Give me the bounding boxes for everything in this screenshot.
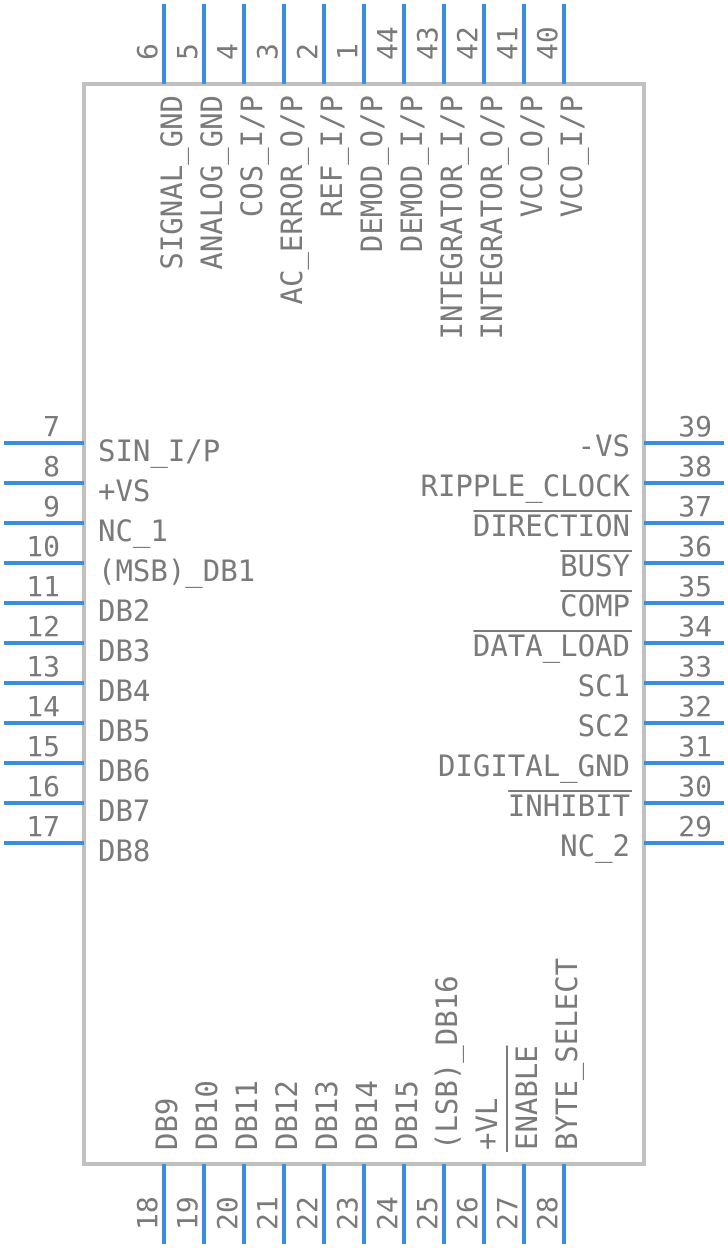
- pin-label-db9: DB9: [150, 1098, 184, 1150]
- pin-label-nc-1: NC_1: [98, 514, 168, 549]
- pin-28-number: 28: [531, 1196, 564, 1230]
- pin-label-db10: DB10: [190, 1080, 224, 1150]
- pin-18-number: 18: [131, 1196, 164, 1230]
- pin-label-vl: +VL: [470, 1098, 504, 1150]
- pin-label-db2: DB2: [98, 594, 150, 628]
- pin-4-number: 4: [211, 43, 244, 60]
- pin-5-number: 5: [171, 43, 204, 60]
- pin-16-number: 16: [26, 770, 60, 803]
- pin-11-number: 11: [26, 570, 60, 603]
- pin-26-number: 26: [451, 1196, 484, 1230]
- pin-label-ripple-clock: RIPPLE_CLOCK: [420, 469, 630, 504]
- pin-41-number: 41: [491, 26, 524, 60]
- pin-label-integrator-o-p: INTEGRATOR_O/P: [475, 95, 510, 339]
- pin-label-vco-i-p: VCO_I/P: [555, 95, 590, 217]
- pin-label-nc-2: NC_2: [560, 829, 630, 864]
- pin-label-db6: DB6: [98, 754, 150, 788]
- pin-label-demod-i-p: DEMOD_I/P: [395, 95, 430, 252]
- pin-label-busy: BUSY: [560, 549, 630, 583]
- pin-label-vs: -VS: [578, 429, 630, 463]
- pin-label-byte-select: BYTE_SELECT: [550, 958, 585, 1150]
- pin-44-number: 44: [371, 26, 404, 60]
- pin-label-demod-o-p: DEMOD_O/P: [355, 95, 390, 252]
- pin-34-number: 34: [678, 610, 712, 643]
- pin-39-number: 39: [678, 410, 712, 443]
- pin-15-number: 15: [26, 730, 60, 763]
- pin-label-db5: DB5: [98, 714, 150, 748]
- pin-25-number: 25: [411, 1196, 444, 1230]
- pin-1-number: 1: [331, 43, 364, 60]
- pin-3-number: 3: [251, 43, 284, 60]
- pin-36-number: 36: [678, 530, 712, 563]
- pin-label-data-load: DATA_LOAD: [473, 629, 630, 664]
- pin-31-number: 31: [678, 730, 712, 763]
- pin-label-direction: DIRECTION: [473, 509, 630, 543]
- pin-32-number: 32: [678, 690, 712, 723]
- pin-label-analog-gnd: ANALOG_GND: [195, 95, 230, 270]
- pin-38-number: 38: [678, 450, 712, 483]
- pin-label-signal-gnd: SIGNAL_GND: [155, 95, 190, 270]
- pin-label-db4: DB4: [98, 674, 150, 708]
- pin-8-number: 8: [43, 450, 60, 483]
- pin-14-number: 14: [26, 690, 60, 723]
- pin-24-number: 24: [371, 1196, 404, 1230]
- pin-label-db7: DB7: [98, 794, 150, 828]
- pin-17-number: 17: [26, 810, 60, 843]
- pin-6-number: 6: [131, 43, 164, 60]
- pin-43-number: 43: [411, 26, 444, 60]
- pin-40-number: 40: [531, 26, 564, 60]
- pin-label-db13: DB13: [310, 1080, 344, 1150]
- pin-30-number: 30: [678, 770, 712, 803]
- pin-12-number: 12: [26, 610, 60, 643]
- pin-label-comp: COMP: [560, 589, 630, 623]
- pin-label-db11: DB11: [230, 1080, 264, 1150]
- pin-19-number: 19: [171, 1196, 204, 1230]
- pin-35-number: 35: [678, 570, 712, 603]
- pin-10-number: 10: [26, 530, 60, 563]
- pin-13-number: 13: [26, 650, 60, 683]
- pin-label-sc2: SC2: [578, 709, 630, 743]
- pin-22-number: 22: [291, 1196, 324, 1230]
- pin-label-integrator-i-p: INTEGRATOR_I/P: [435, 95, 470, 339]
- pin-9-number: 9: [43, 490, 60, 523]
- pin-label-msb-db1: (MSB)_DB1: [98, 554, 255, 589]
- pin-29-number: 29: [678, 810, 712, 843]
- pin-label-db14: DB14: [350, 1080, 384, 1150]
- pin-label-db12: DB12: [270, 1080, 304, 1150]
- pins-layer: 7SIN_I/P8+VS9NC_110(MSB)_DB111DB212DB313…: [4, 4, 724, 1244]
- pin-label-enable: ENABLE: [510, 1045, 544, 1150]
- pin-label-db3: DB3: [98, 634, 150, 668]
- pin-label-inhibit: INHIBIT: [508, 789, 630, 823]
- pin-label-db15: DB15: [390, 1080, 424, 1150]
- pin-20-number: 20: [211, 1196, 244, 1230]
- pin-label-cos-i-p: COS_I/P: [235, 95, 270, 217]
- pin-27-number: 27: [491, 1196, 524, 1230]
- pin-label-lsb-db16: (LSB)_DB16: [430, 975, 465, 1150]
- pin-2-number: 2: [291, 43, 324, 60]
- pin-label-ac-error-o-p: AC_ERROR_O/P: [275, 95, 310, 305]
- pin-label-db8: DB8: [98, 834, 150, 868]
- pin-37-number: 37: [678, 490, 712, 523]
- pin-21-number: 21: [251, 1196, 284, 1230]
- pin-label-vco-o-p: VCO_O/P: [515, 95, 550, 217]
- pin-42-number: 42: [451, 26, 484, 60]
- pin-label-vs: +VS: [98, 474, 150, 508]
- pin-23-number: 23: [331, 1196, 364, 1230]
- pin-label-ref-i-p: REF_I/P: [315, 95, 350, 217]
- pin-label-sc1: SC1: [578, 669, 630, 703]
- pin-33-number: 33: [678, 650, 712, 683]
- pin-label-digital-gnd: DIGITAL_GND: [438, 749, 630, 784]
- pin-7-number: 7: [43, 410, 60, 443]
- pin-label-sin-i-p: SIN_I/P: [98, 434, 220, 469]
